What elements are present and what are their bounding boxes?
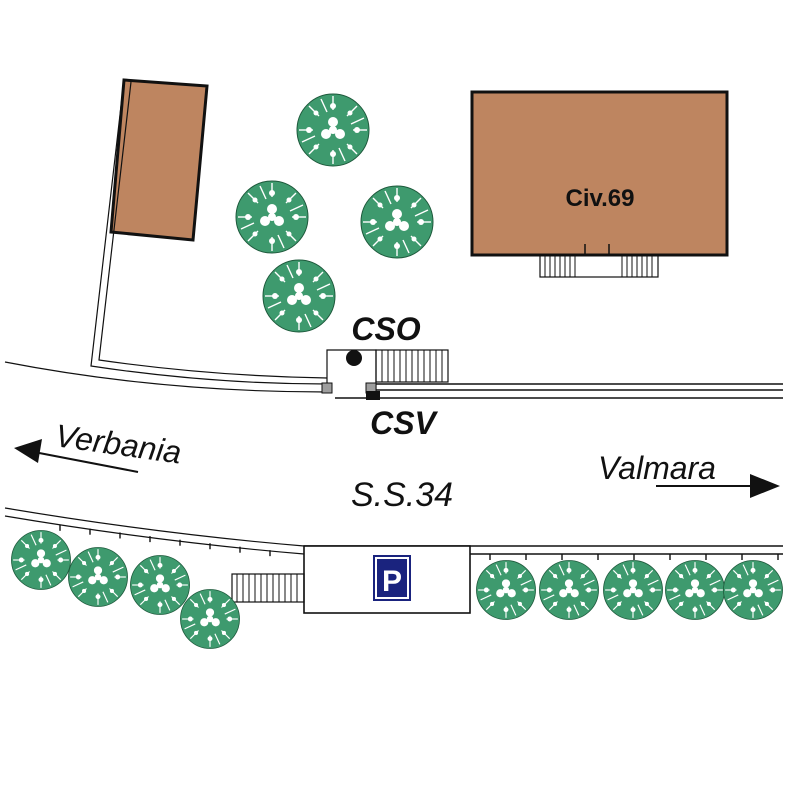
fence-posts	[59, 524, 779, 560]
tree-icon	[360, 185, 434, 259]
road-south-edge-west	[4, 507, 305, 547]
tree-icon	[10, 529, 72, 591]
tree-icon	[538, 559, 600, 621]
road-north-edge-west	[4, 361, 328, 393]
csv-label: CSV	[370, 405, 438, 441]
direction-left-label: Verbania	[53, 417, 184, 470]
tree-icon	[722, 559, 784, 621]
parking-sign-icon: P	[373, 555, 411, 601]
cso-label: CSO	[351, 311, 420, 347]
civic-number-label: Civ.69	[566, 185, 635, 212]
parking-letter: P	[382, 565, 402, 598]
tree-group-north	[235, 93, 434, 333]
building-north-west	[109, 78, 209, 242]
tree-group-south-west	[10, 529, 241, 650]
footpath-inner	[98, 81, 328, 379]
csv-marker-icon	[366, 391, 380, 400]
tree-icon	[296, 93, 370, 167]
cso-marker-icon	[346, 350, 362, 366]
direction-right-label: Valmara	[598, 450, 716, 486]
tree-icon	[262, 259, 336, 333]
stairs-south	[231, 573, 305, 603]
footpath-outer	[90, 79, 328, 385]
tree-icon	[602, 559, 664, 621]
tree-icon	[129, 554, 191, 616]
building-civ-69	[470, 90, 729, 257]
tree-icon	[475, 559, 537, 621]
tree-icon	[235, 180, 309, 254]
valve-box-left	[321, 382, 333, 394]
tree-group-south-east	[475, 559, 784, 621]
arrow-right-icon	[656, 474, 780, 498]
tree-icon	[664, 559, 726, 621]
road-south-edge-west	[4, 515, 305, 555]
building-front-steps	[539, 254, 659, 278]
road-name-label: S.S.34	[351, 476, 453, 514]
arrow-left-icon	[14, 439, 139, 473]
tree-icon	[179, 588, 241, 650]
tree-icon	[67, 546, 129, 608]
